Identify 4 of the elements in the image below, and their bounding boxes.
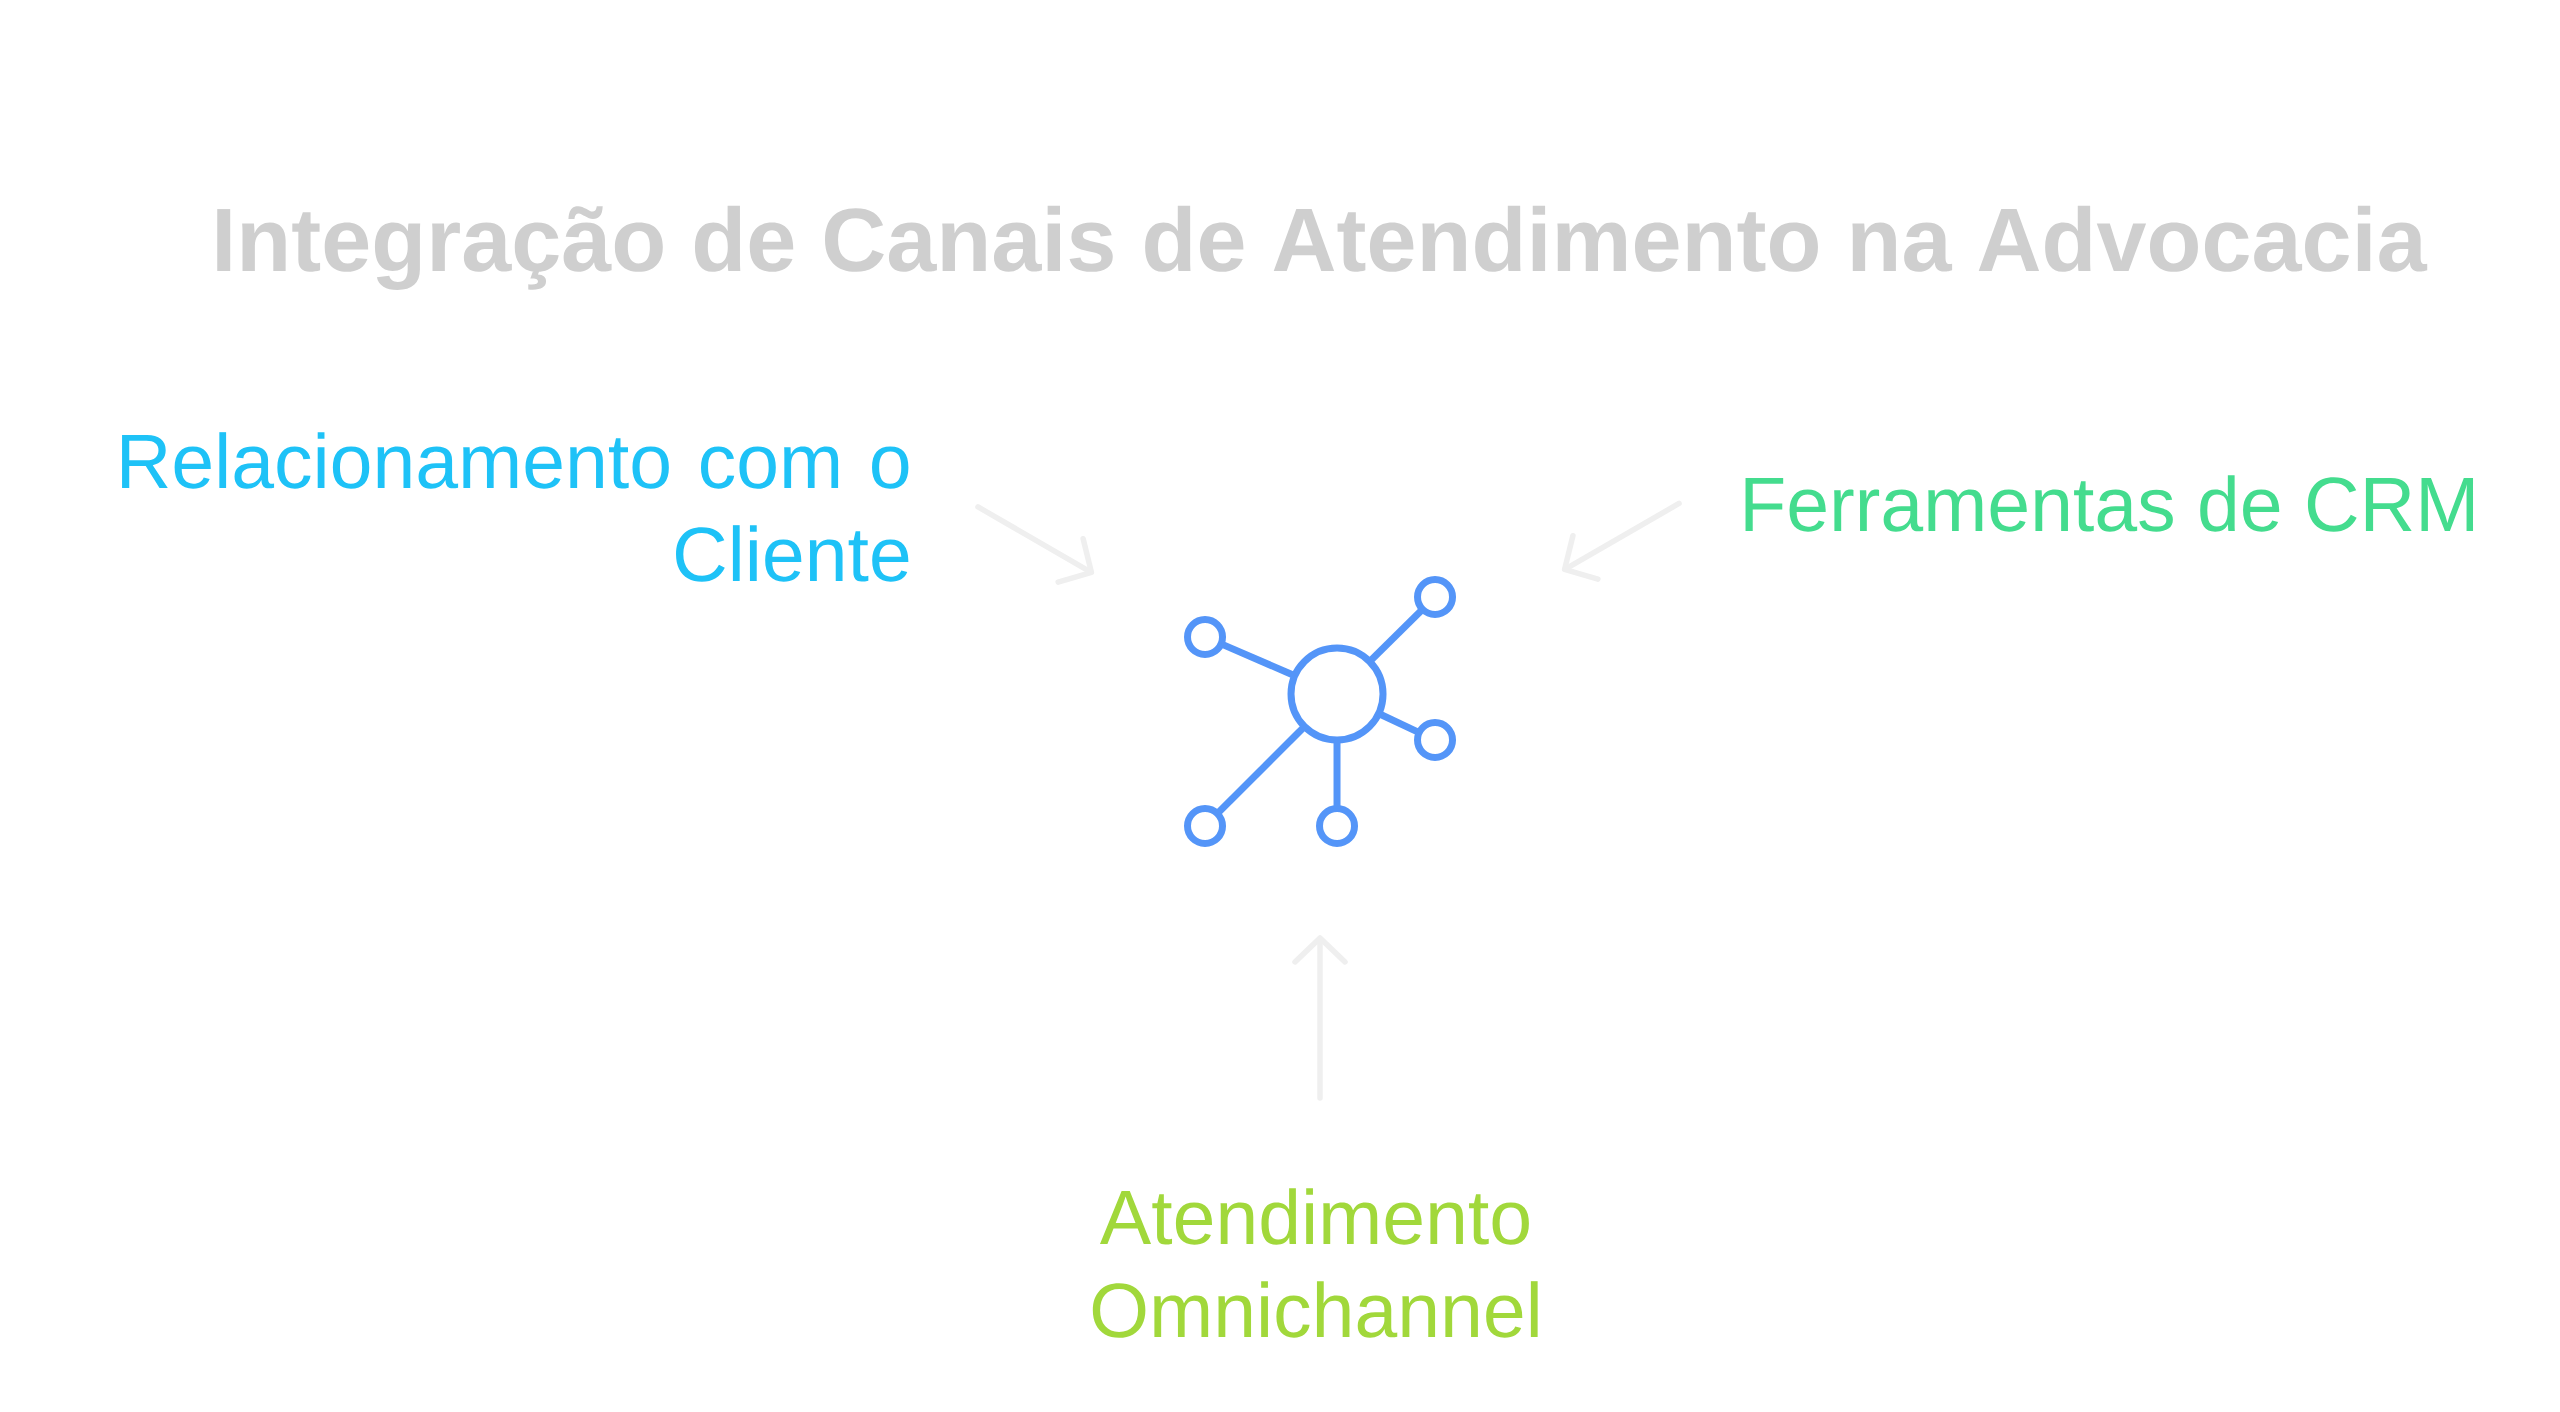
topic-label: Relacionamento com o Cliente	[122, 432, 909, 582]
network-icon	[1184, 576, 1456, 847]
topic-label: Ferramentas de CRM	[1745, 475, 2473, 532]
topic-label: Atendimento Omnichannel	[1092, 1188, 1538, 1338]
